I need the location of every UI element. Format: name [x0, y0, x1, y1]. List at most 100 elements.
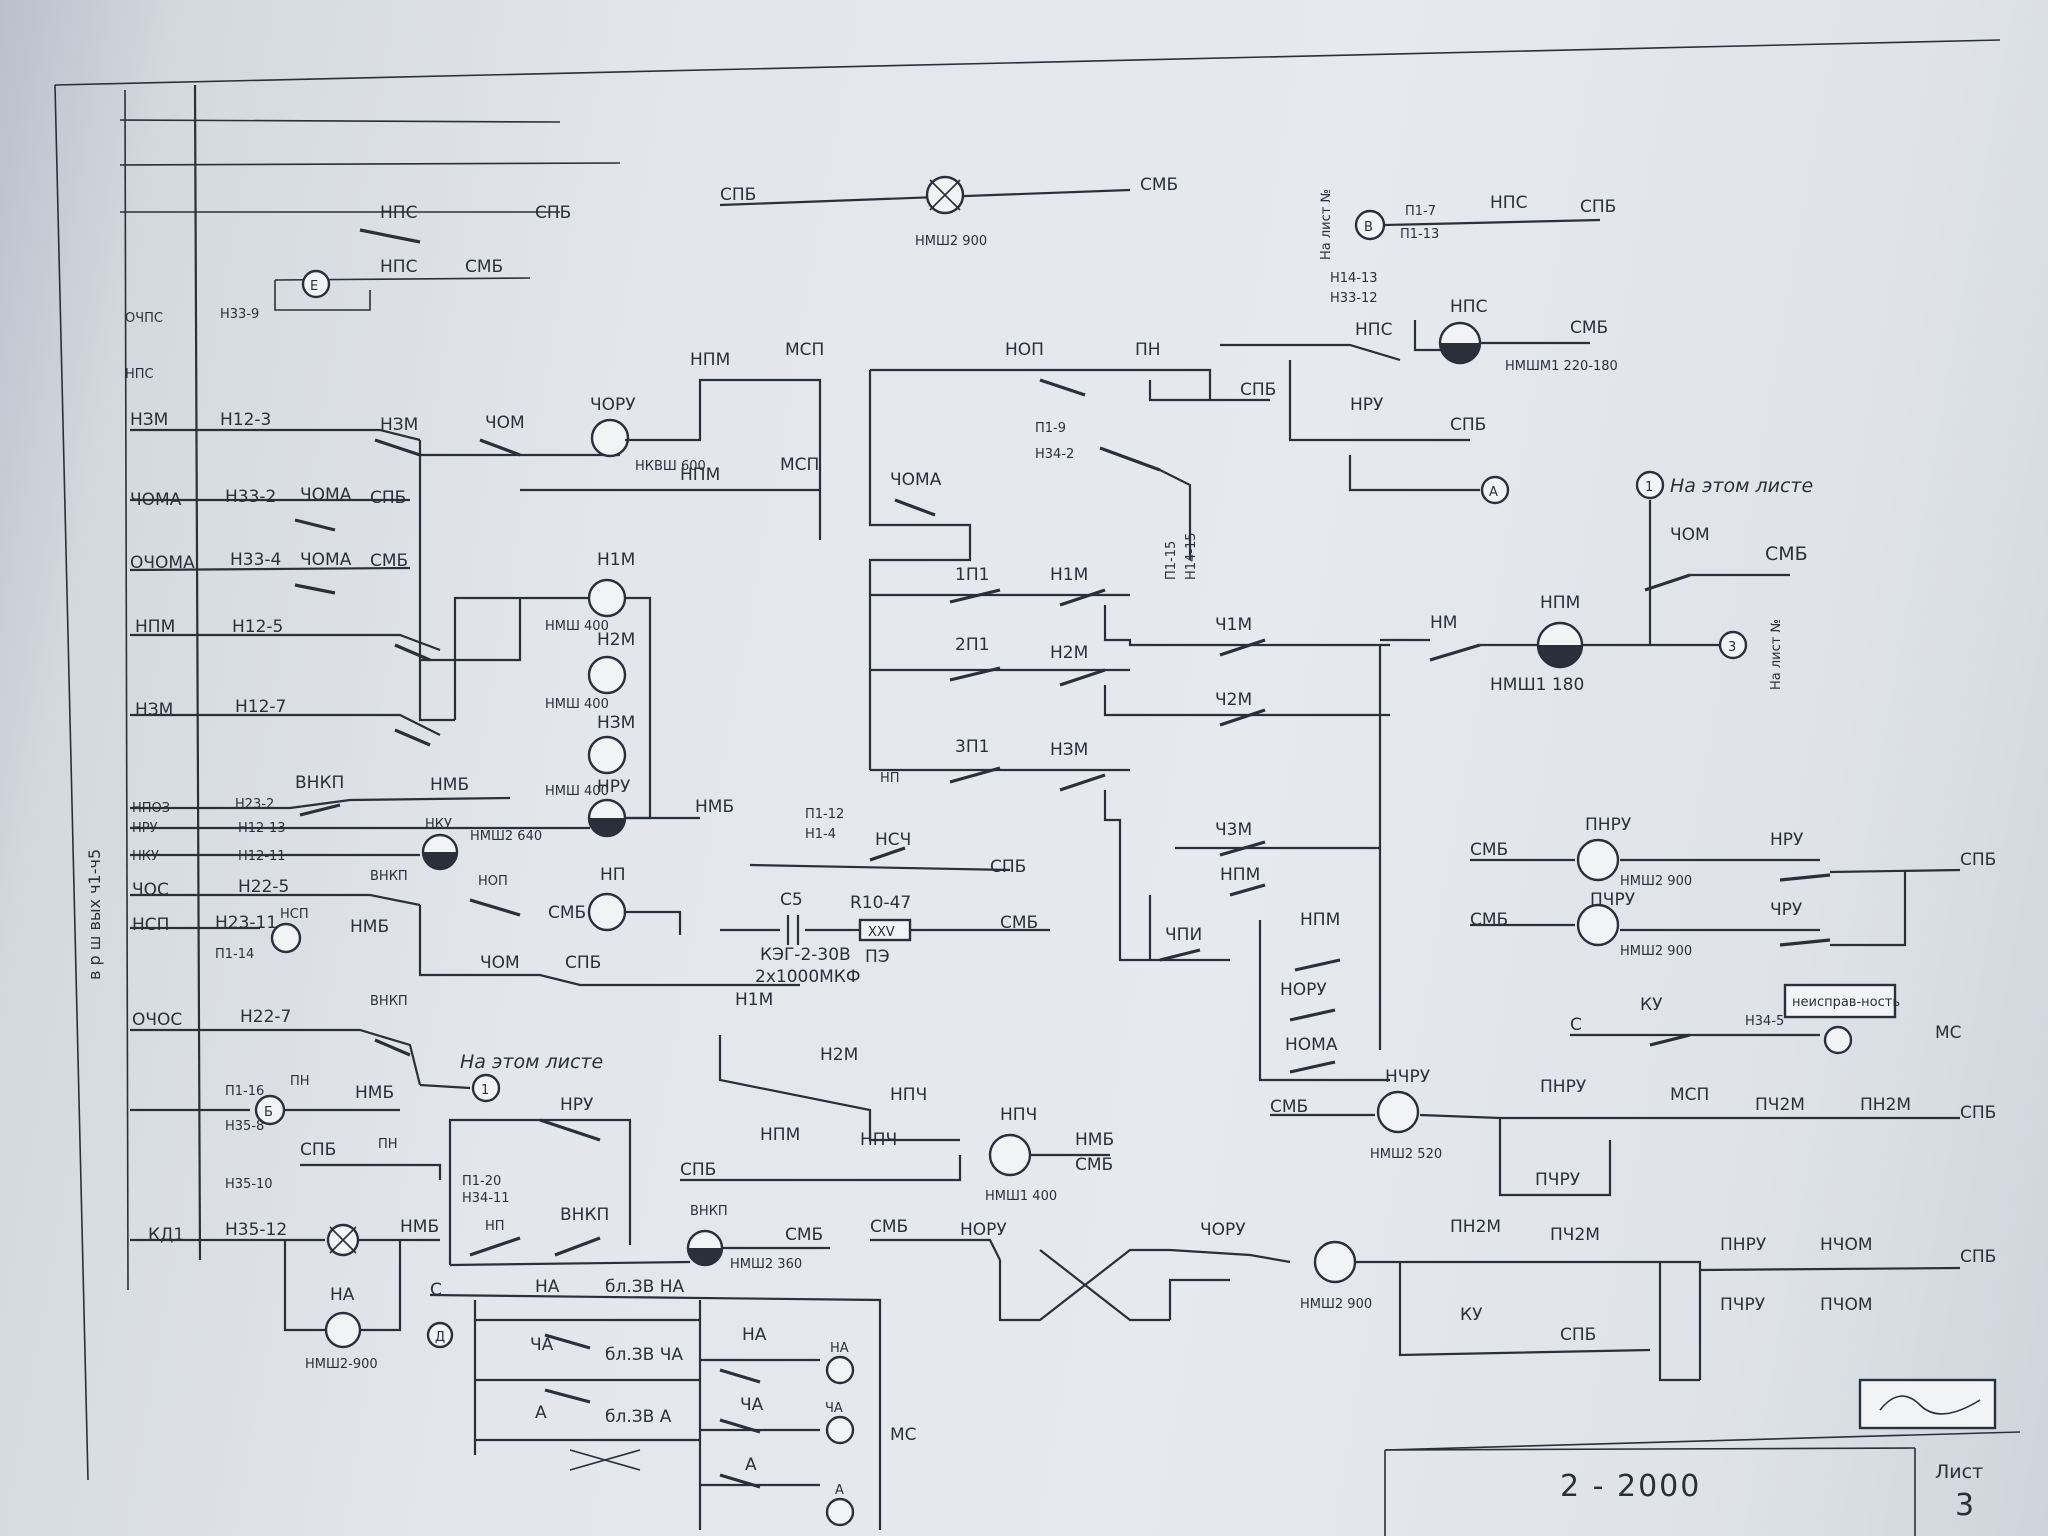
coil-nm-900: НМШ2 900: [915, 234, 987, 249]
note-on-sheet-2: На этом листе: [1670, 475, 1813, 497]
coil-nmsh2-360: НМШ2 360: [730, 1257, 802, 1272]
relay-1p1: 1П1: [955, 565, 989, 585]
bus-ms-1: МС: [890, 1425, 917, 1445]
term-chos: ЧОС: [132, 880, 169, 900]
cable-n12-11: Н12-11: [238, 849, 286, 864]
relay-npch: НПЧ: [890, 1085, 927, 1105]
relay-nzm: НЗМ: [380, 415, 418, 435]
bus-smb-6: СМБ: [1140, 175, 1178, 195]
coil-nmsh2-900-r1: НМШ2 900: [1620, 874, 1692, 889]
term-ochos: ОЧОС: [132, 1010, 182, 1030]
res-ref: R10-47: [850, 893, 911, 913]
relay-n2m-2: Н2М: [1050, 643, 1088, 663]
cable-n23-2: Н23-2: [235, 797, 274, 812]
relay-npm-5: НПМ: [1540, 593, 1580, 613]
relay-choma-3: ЧОМА: [890, 470, 942, 490]
relay-npm-6: НПМ: [760, 1125, 800, 1145]
term-npm: НПМ: [135, 617, 175, 637]
relay-vnkp-2: ВНКП: [370, 869, 408, 884]
bus-smb-10: СМБ: [870, 1217, 908, 1237]
term-ochoma: ОЧОМА: [130, 553, 195, 573]
relay-pchom: ПЧОМ: [1820, 1295, 1873, 1315]
relay-pch2m-2: ПЧ2М: [1755, 1095, 1805, 1115]
relay-ch3m: Ч3М: [1215, 820, 1252, 840]
cable-p1-16: П1-16: [225, 1084, 264, 1099]
cable-n33-12: П1-13: [1400, 227, 1439, 242]
bus-spb-14: СПБ: [1960, 1103, 1996, 1123]
bus-spb-12: СПБ: [1960, 1247, 1996, 1267]
relay-pchru-1: ПЧРУ: [1720, 1295, 1766, 1315]
relay-n1m-1: Н1М: [597, 550, 635, 570]
cable-n33-2: Н33-2: [225, 487, 276, 507]
bus-smb-5: СМБ: [1765, 543, 1808, 565]
relay-n2m-3: Н2М: [820, 1045, 858, 1065]
term-nzm: НЗМ: [130, 410, 168, 430]
relay-pch2m-1: ПЧ2М: [1550, 1225, 1600, 1245]
bus-nmb-3: НМБ: [350, 917, 389, 937]
left-margin-label: в р ш вых ч1-ч5: [85, 849, 104, 980]
relay-noma: НОМА: [1285, 1035, 1338, 1055]
relay-npm-4: НПМ: [1300, 910, 1340, 930]
bus-nmb-6: НМБ: [1075, 1130, 1114, 1150]
relay-nchom: НЧОМ: [1820, 1235, 1873, 1255]
relay-np-3: НП: [880, 771, 900, 786]
relay-cha-2: ЧА: [740, 1395, 764, 1415]
cable-n35-8: Н35-8: [225, 1119, 264, 1134]
res-body: XXV: [868, 925, 895, 940]
cable-p1-9: П1-7: [1405, 204, 1436, 219]
bus-smb-1: СМБ: [465, 257, 503, 277]
bus-nmb-2: НМБ: [430, 775, 469, 795]
cable-n34-11: Н34-11: [462, 1191, 510, 1206]
mark-v: В: [1364, 220, 1373, 235]
mark-3: 3: [1728, 640, 1736, 655]
bus-ms-2: МС: [1935, 1023, 1962, 1043]
bus-spb-9: СПБ: [990, 857, 1026, 877]
cable-n34-2: Н33-12: [1330, 291, 1378, 306]
cable-n14-13: П1-9: [1035, 421, 1066, 436]
relay-nps-3: НПС: [1490, 193, 1527, 213]
relay-nru-1: НРУ: [597, 777, 631, 797]
cable-n12-5: Н12-5: [232, 617, 283, 637]
cable-n22-7: Н22-7: [240, 1007, 291, 1027]
block-a: бл.ЗВ А: [605, 1407, 672, 1427]
relay-cha-3: ЧА: [825, 1401, 843, 1416]
cable-p1-12: П1-12: [805, 807, 844, 822]
note-to-sheet-2: На лист №: [1319, 189, 1334, 260]
relay-npru-3: ПНРУ: [1540, 1077, 1587, 1097]
relay-ku-2: КУ: [1640, 995, 1663, 1015]
bus-spb-11: СПБ: [1560, 1325, 1596, 1345]
mark-g: Е: [310, 279, 318, 294]
cap-ref: С5: [780, 890, 803, 910]
relay-nop-top: НОП: [1005, 340, 1044, 360]
relay-ch1m: Ч1М: [1215, 615, 1252, 635]
relay-na-1: НА: [330, 1285, 355, 1305]
relay-noru-1: НОРУ: [1280, 980, 1327, 1000]
relay-cha-1: ЧА: [530, 1335, 554, 1355]
bus-nmb-4: НМБ: [355, 1083, 394, 1103]
relay-npru-1: ПНРУ: [1720, 1235, 1767, 1255]
cable-n34-5: Н34-5: [1745, 1014, 1784, 1029]
bus-smb-4: СМБ: [785, 1225, 823, 1245]
cable-p1-20: П1-20: [462, 1174, 501, 1189]
relay-vnkp-3: ВНКП: [370, 994, 408, 1009]
mark-1a: 1: [481, 1083, 489, 1098]
relay-npch-3: НПЧ: [860, 1130, 897, 1150]
cap-value: 2х1000МКФ: [755, 967, 861, 987]
relay-pn2m-1: ПН2М: [1450, 1217, 1501, 1237]
coil-nmsh1-180: НМШ1 180: [1490, 675, 1584, 695]
bus-spb-6: СПБ: [720, 185, 756, 205]
relay-nru-3: НРУ: [1350, 395, 1384, 415]
bus-nmb-1: НМБ: [695, 797, 734, 817]
bus-spb-8: СПБ: [1450, 415, 1486, 435]
relay-na-4: НА: [830, 1341, 849, 1356]
term-nsp: НСП: [132, 915, 169, 935]
note-to-sheet-1: На лист №: [1769, 619, 1784, 690]
relay-nop: НОП: [478, 874, 508, 889]
relay-np-1: НП: [600, 865, 626, 885]
cable-n12-3: Н12-3: [220, 410, 271, 430]
fault-label: неисправ-ность: [1792, 995, 1900, 1010]
cable-n1-4: Н1-4: [805, 827, 836, 842]
relay-na-3: НА: [742, 1325, 767, 1345]
term-kd1: КД1: [148, 1225, 184, 1245]
relay-nsch: НСЧ: [875, 830, 911, 850]
